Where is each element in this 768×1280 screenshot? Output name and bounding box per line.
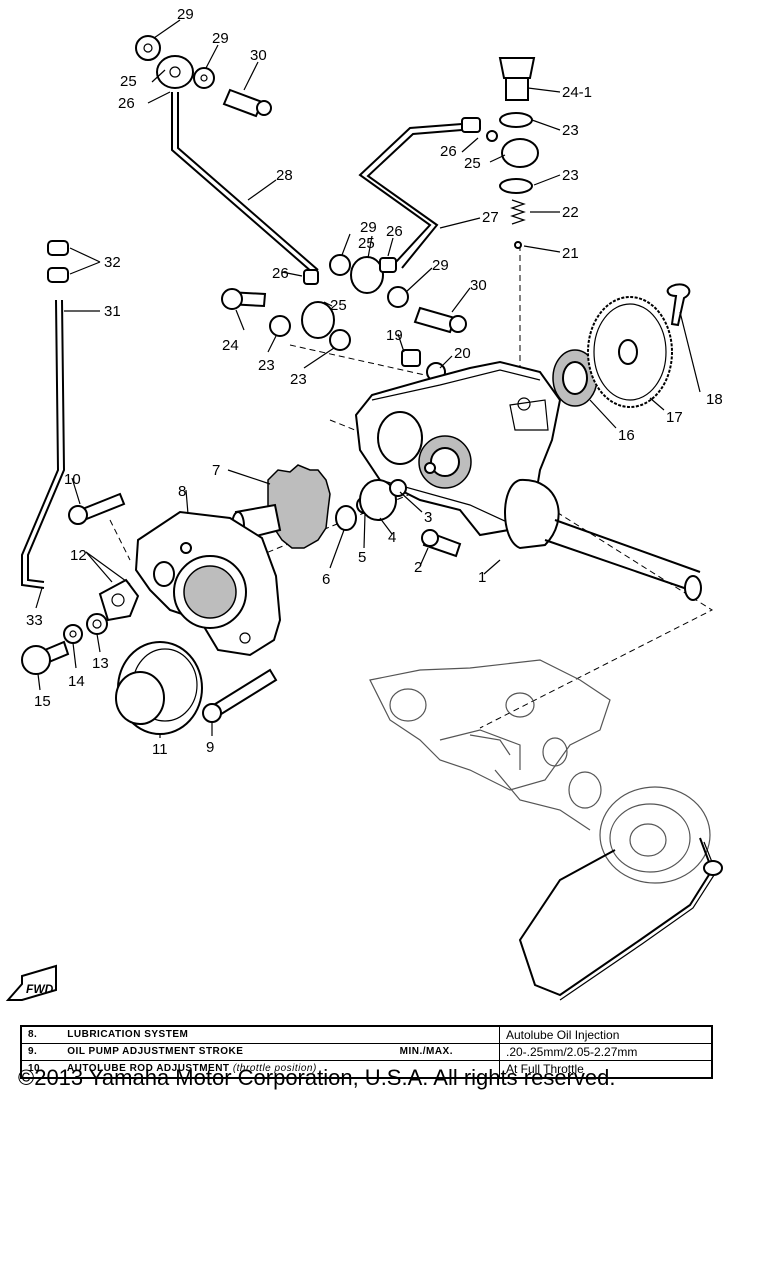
spec-label-cell: 8. LUBRICATION SYSTEM [20,1025,500,1044]
callout-30-top: 30 [250,47,267,64]
callout-4: 4 [388,529,396,546]
callout-25-left: 25 [330,297,347,314]
callout-29-lower: 29 [432,257,449,274]
callout-32: 32 [104,254,121,271]
parts-diagram: 29 29 30 25 26 28 24-1 23 26 25 23 22 27… [5,6,723,1001]
engine-assembly-outline [369,659,723,1001]
leader-lines [35,19,701,738]
oil-pipe-28 [171,92,319,273]
pump-cover-8 [134,510,282,657]
bolt-10 [68,492,126,525]
callout-28: 28 [276,167,293,184]
callout-8: 8 [178,483,186,500]
drive-gear-7 [231,464,331,549]
spec-value: At Full Throttle [499,1060,713,1079]
callout-25-top: 25 [120,73,137,90]
callout-11: 11 [152,741,168,758]
callout-26-left: 26 [272,265,289,282]
callout-20: 20 [454,345,471,362]
spec-value: .20-.25mm/2.05-2.27mm [499,1043,713,1061]
callout-16: 16 [618,427,635,444]
pulley-11 [115,641,203,735]
callout-23-left-b: 23 [290,371,307,388]
callout-33: 33 [26,612,43,629]
spec-label-cell: 10. AUTOLUBE ROD ADJUSTMENT (throttle po… [20,1060,500,1079]
callout-26-mid: 26 [440,143,457,160]
callout-5: 5 [358,549,366,566]
fwd-arrow-icon: FWD [5,964,57,1001]
callout-6: 6 [322,571,330,588]
table-row: 10. AUTOLUBE ROD ADJUSTMENT (throttle po… [20,1060,713,1079]
callout-23-left-a: 23 [258,357,275,374]
callout-23-a: 23 [562,122,579,139]
callout-26-right: 26 [386,223,403,240]
table-row: 9. OIL PUMP ADJUSTMENT STROKE MIN./MAX. … [20,1043,713,1061]
callout-numbers: 29 29 30 25 26 28 24-1 23 26 25 23 22 27… [26,6,723,758]
small-parts [335,479,462,558]
callout-25-right: 25 [358,235,375,252]
callout-24-1: 24-1 [562,84,592,101]
screw-15 [21,640,70,675]
banjo-fittings [135,35,539,382]
callout-29-mid: 29 [360,219,377,236]
spec-label: AUTOLUBE ROD ADJUSTMENT [66,1063,230,1074]
callout-24: 24 [222,337,239,354]
callout-25-mid: 25 [464,155,481,172]
callout-29: 29 [212,30,229,47]
callout-10: 10 [64,471,81,488]
callout-12: 12 [70,547,87,564]
callout-29-top: 29 [177,6,194,23]
callout-19: 19 [386,327,403,344]
callout-3: 3 [424,509,432,526]
callout-18: 18 [706,391,723,408]
spec-value: Autolube Oil Injection [499,1025,713,1044]
callout-14: 14 [68,673,85,690]
table-row: 8. LUBRICATION SYSTEM Autolube Oil Injec… [20,1025,713,1044]
spec-table: 8. LUBRICATION SYSTEM Autolube Oil Injec… [20,1025,713,1079]
spec-number: 9. [28,1046,38,1057]
spec-sublabel: MIN./MAX. [399,1046,453,1057]
callout-9: 9 [206,739,214,756]
gear-17 [587,296,673,408]
autolube-rod-31 [21,240,69,589]
spec-label: LUBRICATION SYSTEM [67,1029,189,1040]
spec-sublabel: (throttle position) [232,1063,317,1074]
callout-17: 17 [666,409,683,426]
copyright-text: ©2013 Yamaha Motor Corporation, U.S.A. A… [18,1065,616,1090]
spec-label-cell: 9. OIL PUMP ADJUSTMENT STROKE MIN./MAX. [20,1043,500,1061]
washers-13-14 [63,613,108,644]
callout-7: 7 [212,462,220,479]
clip-18 [666,283,691,327]
spec-number: 8. [28,1029,38,1040]
callout-31: 31 [104,303,121,320]
oil-pump-housing [354,360,702,601]
callout-26-top: 26 [118,95,135,112]
spec-label: OIL PUMP ADJUSTMENT STROKE [67,1046,244,1057]
lever-12 [98,578,140,622]
callout-30-lower: 30 [470,277,487,294]
callout-23-b: 23 [562,167,579,184]
bolt-9 [202,668,278,723]
callout-1-right: 1 [478,569,486,586]
fwd-label: FWD [26,982,54,996]
callout-13: 13 [92,655,109,672]
oil-pipe-27 [358,123,463,269]
callout-2: 2 [414,559,422,576]
callout-22: 22 [562,204,579,221]
spec-number: 10. [28,1063,44,1074]
callout-15: 15 [34,693,51,710]
callout-27: 27 [482,209,499,226]
callout-21: 21 [562,245,579,262]
